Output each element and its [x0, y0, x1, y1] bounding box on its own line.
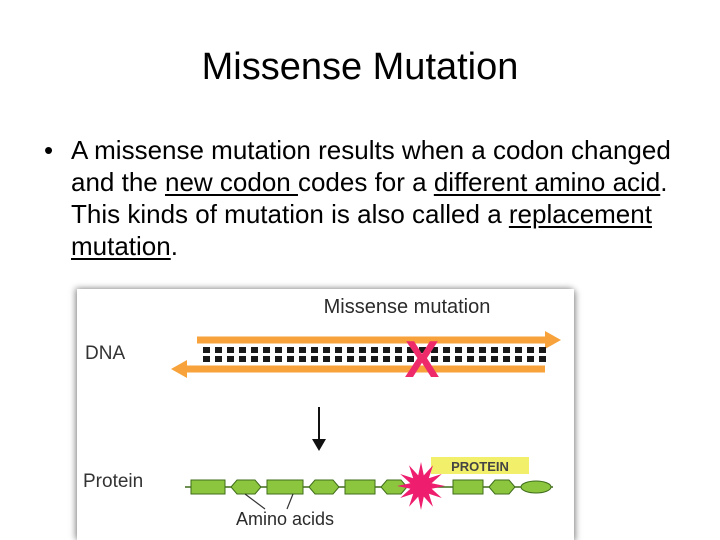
- mutation-x-icon: X: [405, 331, 440, 389]
- base-pair-mark: [311, 347, 318, 353]
- down-arrow-icon: [312, 407, 326, 451]
- diagram-title: Missense mutation: [324, 296, 491, 318]
- base-pair-mark: [335, 347, 342, 353]
- dna-label: DNA: [85, 343, 125, 364]
- bullet-text: A missense mutation results when a codon…: [71, 134, 684, 262]
- base-pair-mark: [383, 347, 390, 353]
- body-text-1: A missense mutation results when a codon…: [71, 135, 671, 197]
- amino-acid-shape: [230, 479, 262, 495]
- base-pair-mark: [515, 356, 522, 362]
- amino-acid-shape: [488, 479, 516, 495]
- base-pair-mark: [455, 347, 462, 353]
- base-pair-mark: [515, 347, 522, 353]
- amino-acid-shape: [520, 480, 552, 494]
- underlined-replacement-mutation: replacement mutation: [71, 199, 652, 261]
- base-pair-mark: [503, 356, 510, 362]
- slide-title: Missense Mutation: [201, 46, 519, 88]
- base-pair-mark: [287, 356, 294, 362]
- amino-acid-shape: [452, 479, 484, 495]
- base-pair-mark: [347, 356, 354, 362]
- base-pair-mark: [227, 356, 234, 362]
- dna-base-pairs: [203, 347, 546, 362]
- base-pair-mark: [239, 356, 246, 362]
- base-pair-mark: [443, 356, 450, 362]
- base-pair-mark: [479, 356, 486, 362]
- body-text-4: .: [170, 231, 178, 261]
- base-pair-mark: [287, 347, 294, 353]
- base-pair-mark: [347, 347, 354, 353]
- base-pair-mark: [491, 356, 498, 362]
- bullet-dot: •: [44, 135, 54, 165]
- amino-acid-chain: [185, 479, 553, 495]
- base-pair-mark: [335, 356, 342, 362]
- base-pair-mark: [479, 347, 486, 353]
- amino-acid-shape: [266, 479, 304, 495]
- base-pair-mark: [407, 347, 414, 353]
- base-pair-mark: [467, 356, 474, 362]
- base-pair-mark: [263, 347, 270, 353]
- protein-label: Protein: [83, 471, 143, 492]
- base-pair-mark: [527, 356, 534, 362]
- base-pair-mark: [539, 356, 546, 362]
- body-text-3: . This kinds of mutation is also called …: [71, 167, 668, 229]
- base-pair-mark: [419, 347, 426, 353]
- base-pair-mark: [467, 347, 474, 353]
- amino-acids-label: Amino acids: [236, 509, 334, 529]
- base-pair-mark: [359, 356, 366, 362]
- base-pair-mark: [323, 347, 330, 353]
- base-pair-mark: [539, 347, 546, 353]
- base-pair-mark: [371, 347, 378, 353]
- base-pair-mark: [419, 356, 426, 362]
- base-pair-mark: [359, 347, 366, 353]
- dna-arrow-left-icon: [171, 360, 187, 378]
- base-pair-mark: [215, 356, 222, 362]
- base-pair-mark: [383, 356, 390, 362]
- underlined-new-codon: new codon: [164, 167, 298, 197]
- underlined-different-amino-acid: different amino acid: [433, 167, 661, 197]
- dna-helix: [171, 331, 561, 378]
- protein-tag-box: [431, 457, 529, 474]
- base-pair-mark: [395, 347, 402, 353]
- base-pair-mark: [503, 347, 510, 353]
- base-pair-mark: [431, 347, 438, 353]
- base-pair-mark: [527, 347, 534, 353]
- body-text-2: codes for a: [297, 167, 434, 197]
- base-pair-mark: [299, 347, 306, 353]
- protein-tag-label: PROTEIN: [451, 459, 509, 474]
- base-pair-mark: [251, 347, 258, 353]
- base-pair-mark: [275, 347, 282, 353]
- missense-diagram-svg: Missense mutation DNA X Protein PROTEIN: [83, 296, 561, 529]
- base-pair-mark: [299, 356, 306, 362]
- missense-diagram: Missense mutation DNA X Protein PROTEIN: [77, 289, 574, 540]
- amino-acid-shape: [190, 479, 226, 495]
- base-pair-mark: [239, 347, 246, 353]
- base-pair-mark: [275, 356, 282, 362]
- bullet-item: • A missense mutation results when a cod…: [44, 134, 684, 262]
- base-pair-mark: [263, 356, 270, 362]
- base-pair-mark: [455, 356, 462, 362]
- base-pair-mark: [407, 356, 414, 362]
- protein-tag: PROTEIN: [431, 457, 529, 474]
- mutation-burst-icon: [397, 462, 445, 510]
- base-pair-mark: [251, 356, 258, 362]
- base-pair-mark: [323, 356, 330, 362]
- base-pair-mark: [311, 356, 318, 362]
- base-pair-mark: [215, 347, 222, 353]
- dna-arrow-right-icon: [545, 331, 561, 349]
- amino-pointers: [244, 493, 294, 510]
- base-pair-mark: [431, 356, 438, 362]
- base-pair-mark: [395, 356, 402, 362]
- amino-acid-shape: [308, 479, 340, 495]
- base-pair-mark: [491, 347, 498, 353]
- base-pair-mark: [203, 356, 210, 362]
- base-pair-mark: [203, 347, 210, 353]
- amino-acid-shape: [344, 479, 376, 495]
- base-pair-mark: [371, 356, 378, 362]
- base-pair-mark: [443, 347, 450, 353]
- base-pair-mark: [227, 347, 234, 353]
